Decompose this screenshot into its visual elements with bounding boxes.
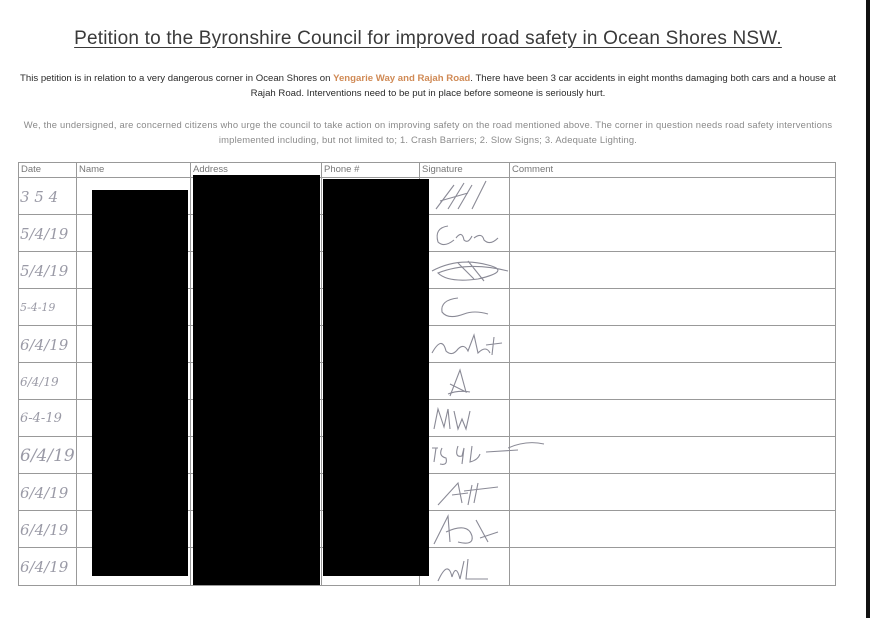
row-date: 6/4/19: [20, 484, 69, 502]
signature-mark: [437, 481, 499, 506]
header-comment: Comment: [512, 164, 554, 175]
signature-mark: [433, 513, 499, 545]
signature-mark: [436, 225, 499, 246]
table-col-rule: [190, 162, 191, 586]
signature-mark: [447, 368, 471, 397]
redaction-phone-column: [323, 179, 429, 576]
row-date: 6-4-19: [20, 411, 62, 426]
row-date: 5-4-19: [20, 301, 56, 314]
header-signature: Signature: [422, 164, 463, 175]
comment-pen-stroke: [508, 442, 545, 449]
signature-mark: [433, 406, 471, 431]
header-name: Name: [79, 164, 105, 175]
table-rule: [18, 177, 836, 178]
header-date: Date: [21, 164, 42, 175]
row-date: 3 5 4: [20, 188, 59, 206]
row-date: 5/4/19: [20, 262, 69, 280]
signature-mark: [431, 333, 503, 356]
signature-mark: [432, 445, 519, 465]
table-col-rule: [76, 162, 77, 586]
table-rule: [18, 585, 836, 586]
table-col-rule: [835, 162, 836, 586]
petition-pledge: We, the undersigned, are concerned citiz…: [23, 119, 833, 145]
table-rule: [18, 162, 836, 163]
row-date: 6/4/19: [20, 375, 59, 389]
header-address: Address: [193, 164, 228, 175]
signature-mark: [435, 180, 487, 210]
row-date: 6/4/19: [20, 446, 75, 466]
signature-mark: [441, 297, 489, 318]
intro-text-end: . There have been 3 car accidents in eig…: [250, 73, 836, 99]
intro-text-start: This petition is in relation to a very d…: [20, 73, 334, 84]
row-date: 5/4/19: [20, 225, 69, 243]
signature-mark: [437, 558, 488, 582]
petition-title: Petition to the Byronshire Council for i…: [74, 28, 782, 49]
table-col-rule: [18, 162, 19, 586]
row-date: 6/4/19: [20, 558, 69, 576]
header-phone: Phone #: [324, 164, 360, 175]
petition-intro: This petition is in relation to a very d…: [20, 71, 836, 101]
table-col-rule: [509, 162, 510, 586]
road-names: Yengarie Way and Rajah Road: [333, 73, 471, 84]
signature-mark: [431, 260, 509, 282]
redaction-address-column: [193, 175, 320, 585]
row-date: 6/4/19: [20, 521, 69, 539]
row-date: 6/4/19: [20, 336, 69, 354]
table-col-rule: [321, 162, 322, 586]
signature-table: Date Name Address Phone # Signature Comm…: [18, 162, 836, 586]
scan-edge: [866, 0, 870, 618]
redaction-name-column: [92, 190, 188, 576]
